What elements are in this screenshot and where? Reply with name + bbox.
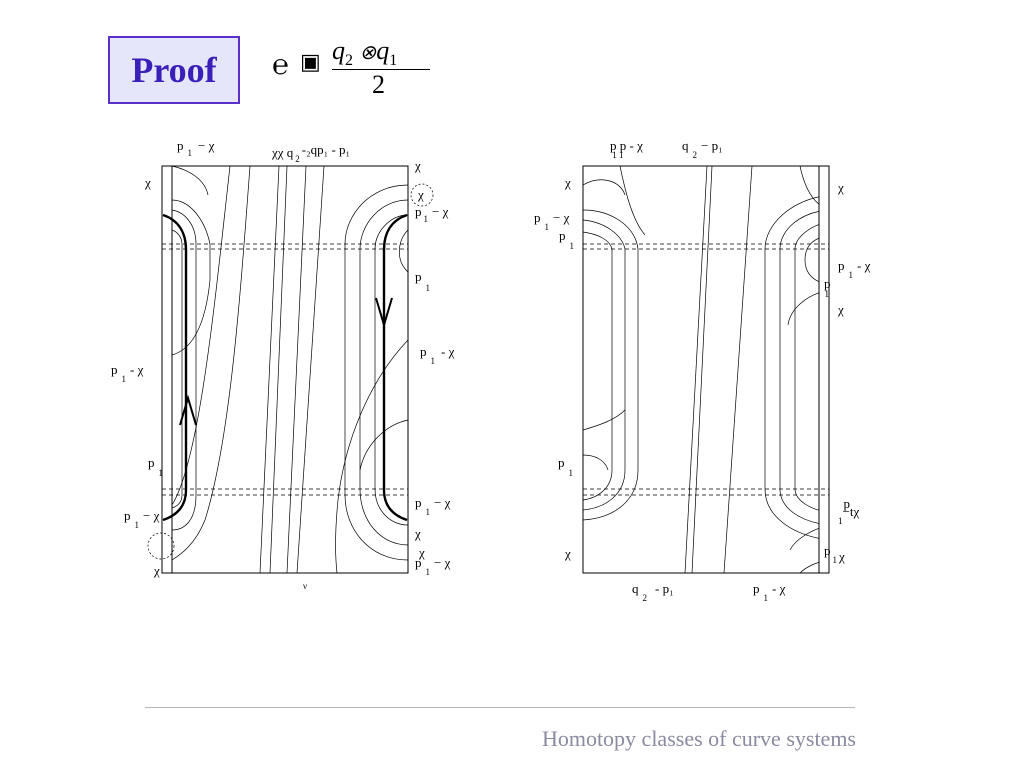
label-rl1: χ <box>564 175 571 190</box>
label-lr5: χ <box>414 526 421 541</box>
right-diagram <box>582 165 830 574</box>
formula-prefix-symbol: ℮ <box>272 48 289 81</box>
left-bottom-dotted-circle <box>147 532 175 560</box>
label-rb1: q2- p₁ <box>632 581 674 603</box>
label-rb2: p1- χ <box>753 581 786 603</box>
label-lr6: χ <box>418 545 425 560</box>
formula-numerator: q2 ⊗q1 <box>332 36 398 70</box>
label-rl3: p1 <box>559 228 574 251</box>
label-lt4: χ <box>144 175 151 190</box>
label-rl5: χ <box>564 546 571 561</box>
proof-title: Proof <box>131 50 217 90</box>
footer-title: Homotopy classes of curve systems <box>541 726 856 751</box>
label-ll1: p1- χ <box>111 362 144 384</box>
proof-title-box: Proof <box>108 36 240 104</box>
label-lr2: p1 <box>415 269 430 293</box>
formula-denominator: 2 <box>372 70 385 99</box>
left-outer-frame <box>161 165 409 574</box>
left-curves <box>172 166 408 573</box>
label-rr4: χ <box>837 302 844 317</box>
label-lr3: p1- χ <box>420 344 455 366</box>
right-curves <box>583 166 819 573</box>
arrow-down-icon <box>375 297 393 329</box>
right-outer-frame <box>582 165 830 574</box>
label-lt3: χ <box>414 158 421 173</box>
formula-box-icon: ▣ <box>300 50 321 75</box>
left-curve-bold-left <box>162 213 188 522</box>
label-ll2: p1 <box>148 455 163 478</box>
footer-divider <box>145 707 855 708</box>
label-rr2: p1- χ <box>838 258 871 280</box>
label-ll4: χ <box>153 563 160 578</box>
left-diagram <box>147 165 434 574</box>
formula: ℮ ▣ q2 ⊗q1 2 <box>270 36 440 100</box>
label-rl4: p1 <box>558 455 573 478</box>
label-rr1: χ <box>837 180 844 195</box>
left-curve-bold-right <box>382 213 408 522</box>
label-lb1: ν <box>303 581 307 591</box>
label-lt5: χ <box>417 187 424 202</box>
label-lr7: p1− χ <box>415 555 451 577</box>
left-top-dotted-circle <box>410 183 434 207</box>
label-lr4: p1− χ <box>415 495 451 517</box>
label-ll3: p1− χ <box>124 508 160 530</box>
label-rt2: q2− p₁ <box>682 138 723 160</box>
fraction-bar <box>332 69 430 70</box>
label-rl2: p1− χ <box>534 210 570 232</box>
arrow-up-icon <box>179 394 197 426</box>
